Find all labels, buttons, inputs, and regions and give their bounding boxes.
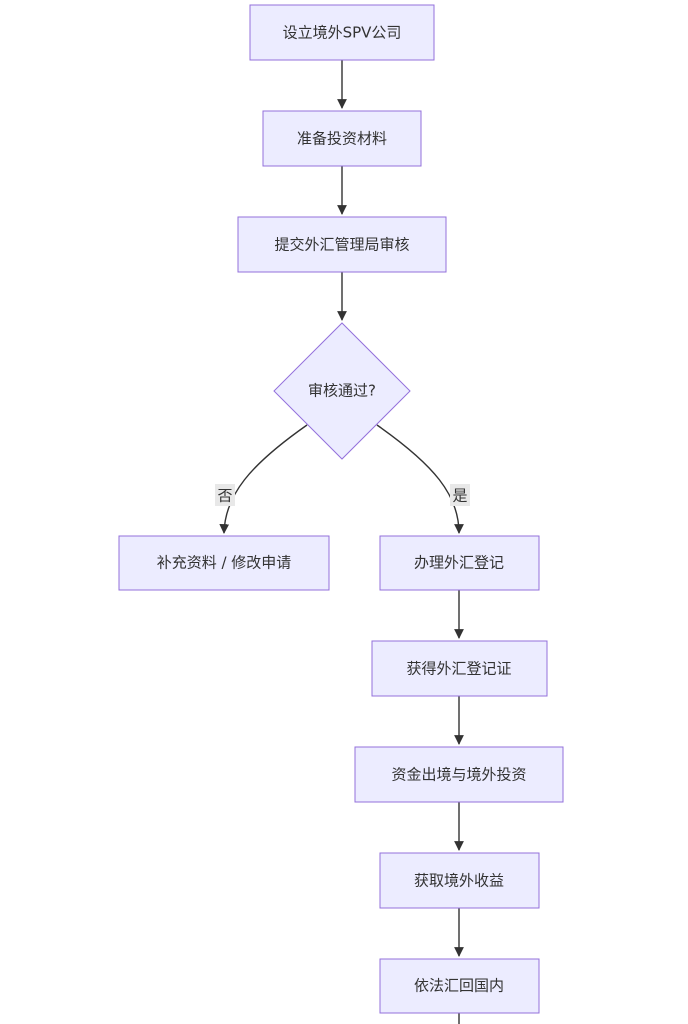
node-setup-spv: 设立境外SPV公司: [249, 4, 435, 61]
node-repatriate: 依法汇回国内: [379, 958, 540, 1014]
edges: [219, 60, 464, 1024]
node-get-certificate: 获得外汇登记证: [371, 640, 548, 697]
node-submit-review: 提交外汇管理局审核: [237, 216, 447, 273]
node-supplement: 补充资料 / 修改申请: [118, 535, 330, 591]
node-repatriate-label: 依法汇回国内: [414, 977, 504, 995]
edge-label-yes-text: 是: [452, 487, 467, 505]
nodes: 设立境外SPV公司 准备投资材料 提交外汇管理局审核 审核通过? 补充资料 / …: [118, 4, 564, 1014]
node-prepare-materials: 准备投资材料: [262, 110, 422, 167]
node-submit-review-label: 提交外汇管理局审核: [274, 236, 409, 254]
edge-decision-to-supplement: [219, 424, 308, 534]
edge-decision-to-register: [376, 424, 464, 534]
node-outbound-investment: 资金出境与境外投资: [354, 746, 564, 803]
node-get-certificate-label: 获得外汇登记证: [406, 660, 511, 678]
node-outbound-investment-label: 资金出境与境外投资: [391, 766, 526, 784]
node-prepare-materials-label: 准备投资材料: [297, 130, 387, 148]
node-supplement-label: 补充资料 / 修改申请: [157, 554, 292, 572]
node-setup-spv-label: 设立境外SPV公司: [283, 24, 402, 42]
node-overseas-income-label: 获取境外收益: [414, 872, 504, 890]
edge-label-no-text: 否: [217, 487, 232, 505]
node-forex-register: 办理外汇登记: [379, 535, 540, 591]
decision-review-passed: 审核通过?: [273, 322, 411, 460]
node-forex-register-label: 办理外汇登记: [414, 554, 504, 572]
decision-review-passed-label: 审核通过?: [308, 382, 376, 400]
node-overseas-income: 获取境外收益: [379, 852, 540, 909]
edge-label-no: 否: [215, 484, 235, 506]
edge-label-yes: 是: [450, 484, 470, 506]
